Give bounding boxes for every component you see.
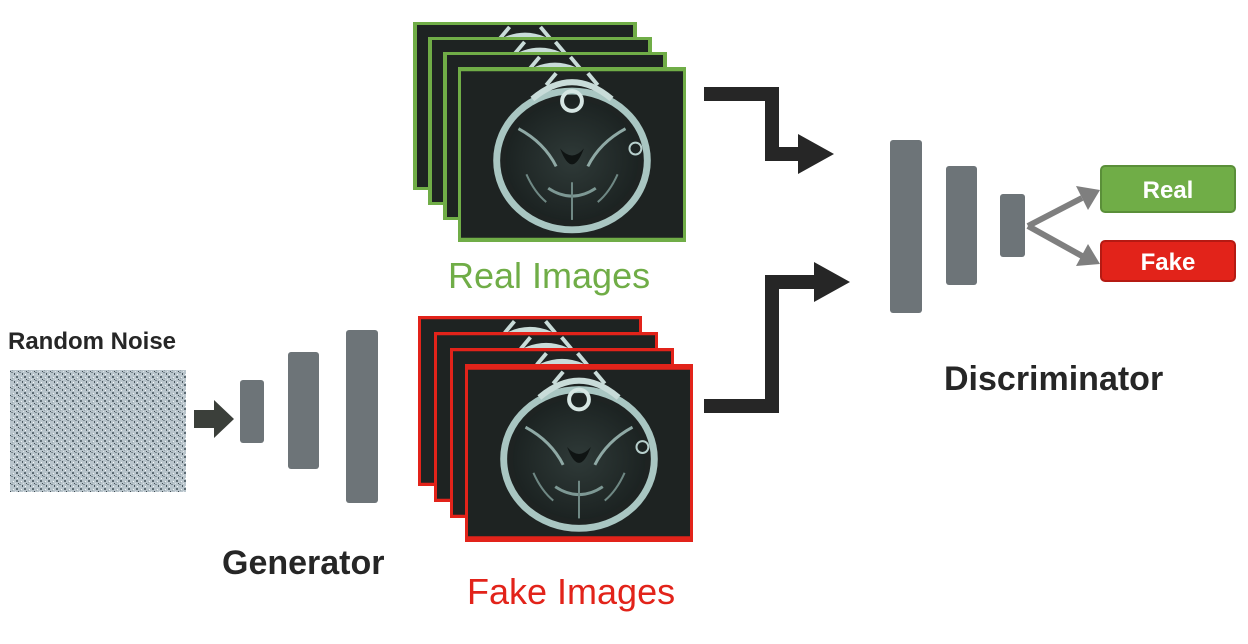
real-arrowhead <box>798 134 834 174</box>
real-images-label: Real Images <box>448 255 651 296</box>
output-fake-label: Fake <box>1141 249 1196 276</box>
discriminator-layer-2 <box>946 166 977 285</box>
generator-layer-1 <box>240 380 264 443</box>
real-images-stack <box>413 22 686 242</box>
fake-images-label: Fake Images <box>467 571 676 612</box>
generator-layer-2 <box>288 352 319 469</box>
random-noise-label: Random Noise <box>8 328 177 355</box>
output-arrows <box>1026 186 1100 266</box>
output-real-box: Real <box>1100 165 1236 213</box>
real-to-discriminator-arrow <box>704 87 800 161</box>
output-real-label: Real <box>1143 177 1194 204</box>
random-noise-image <box>10 370 186 492</box>
generator-label: Generator <box>222 544 385 582</box>
generator-layer-3 <box>346 330 378 503</box>
discriminator-label: Discriminator <box>944 360 1164 398</box>
noise-to-generator-arrow <box>194 400 234 438</box>
generator-network <box>240 330 378 503</box>
fake-arrowhead <box>814 262 850 302</box>
discriminator-layer-1 <box>890 140 922 313</box>
fake-to-discriminator-arrow <box>704 275 816 413</box>
discriminator-network <box>890 140 1025 313</box>
output-fake-box: Fake <box>1100 240 1236 282</box>
discriminator-layer-3 <box>1000 194 1025 257</box>
fake-images-stack <box>418 316 693 542</box>
